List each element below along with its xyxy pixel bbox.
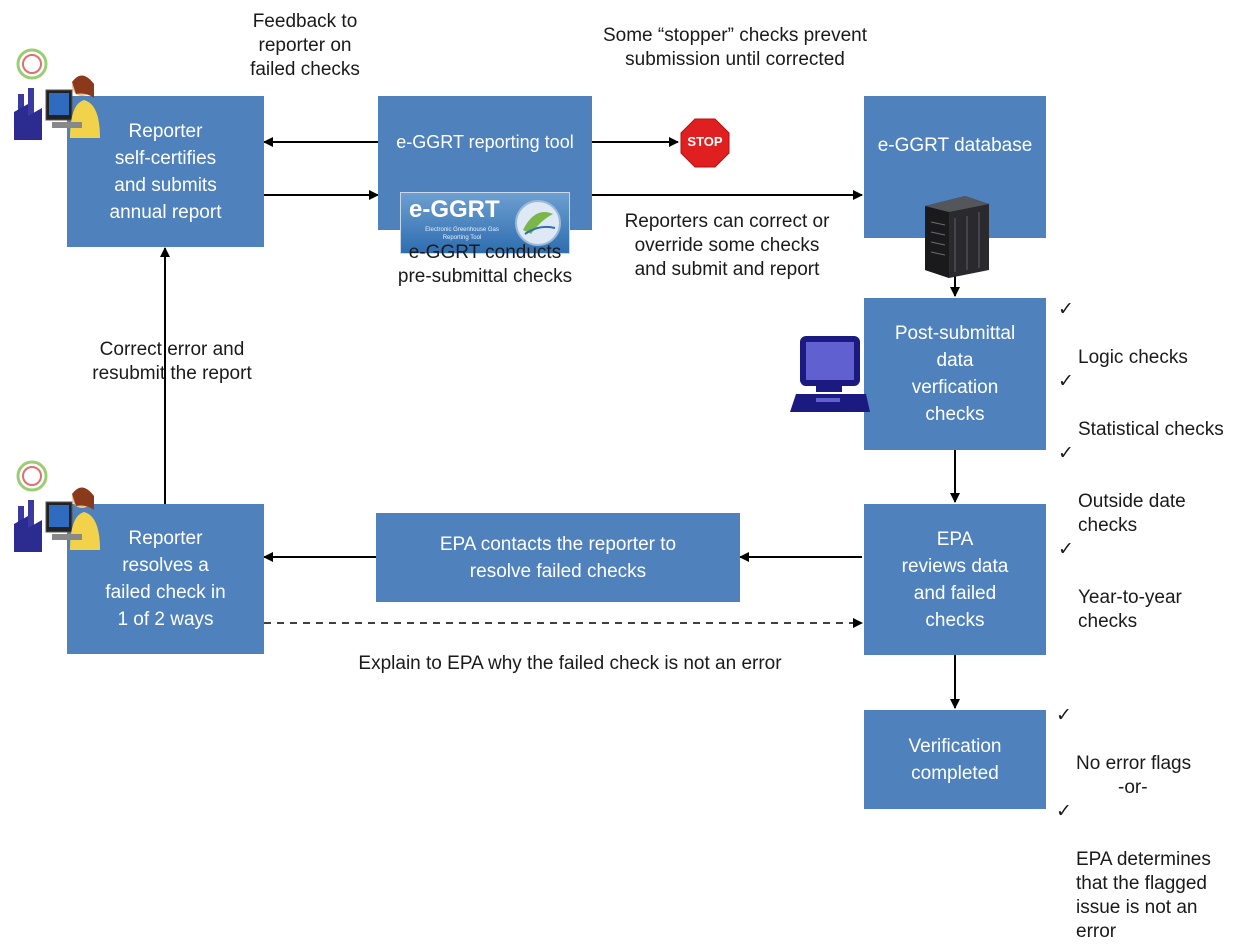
presubmittal-label: e-GGRT conducts pre-submittal checks [397,242,573,287]
database-title: e-GGRT database [877,135,1033,156]
reporter-resolves-box: Reporter resolves a failed check in 1 of… [67,504,264,654]
check-icon: ✓ [1056,801,1072,822]
verification-checks-list: ✓ No error flags -or- ✓ EPA determines t… [1056,704,1246,944]
database-box: e-GGRT database [864,96,1046,278]
post-submittal-checks-list: ✓ Logic checks ✓ Statistical checks ✓ Ou… [1058,298,1248,634]
check-item-label: Year-to-year checks [1078,587,1182,632]
check-item-label: Outside date checks [1078,491,1186,536]
explain-label: Explain to EPA why the failed check is n… [358,653,782,674]
check-item: ✓ No error flags [1056,704,1246,776]
check-item: ✓ EPA determines that the flagged issue … [1056,800,1246,944]
check-icon: ✓ [1058,539,1074,560]
factory-worker-icon [10,42,110,142]
post-submittal-box: Post-submittal data verfication checks [864,298,1046,450]
check-item-label: EPA determines that the flagged issue is… [1076,849,1211,942]
stopper-label: Some “stopper” checks prevent submission… [602,25,867,70]
check-item: ✓ Logic checks [1058,298,1248,370]
verification-box: Verification completed [864,710,1046,809]
check-item-label: Statistical checks [1078,419,1224,440]
computer-icon [786,332,872,416]
server-icon [925,196,989,278]
check-item: ✓ Outside date checks [1058,442,1248,538]
factory-worker-icon [10,454,110,554]
stop-sign-label: STOP [687,134,723,149]
reporter-submit-box: Reporter self-certifies and submits annu… [67,96,264,247]
stop-sign-icon: STOP [680,118,730,168]
egrt-logo-icon: e-GGRT Electronic Greenhouse Gas Reporti… [400,192,570,254]
check-icon: ✓ [1056,705,1072,726]
correct-resubmit-label: Correct error and resubmit the report [92,339,252,384]
egrt-logo-subtext: Electronic Greenhouse Gas Reporting Tool [425,227,499,241]
reporting-tool-box: e-GGRT reporting tool e-GGRT Electronic … [378,96,592,254]
check-icon: ✓ [1058,371,1074,392]
reporting-tool-title: e-GGRT reporting tool [396,132,574,152]
check-item: ✓ Statistical checks [1058,370,1248,442]
check-item-label: No error flags [1076,753,1192,774]
leaf-swoosh-icon [515,200,561,246]
or-separator: -or- [1118,777,1148,798]
reporters-correct-label: Reporters can correct or override some c… [624,211,830,280]
egrt-logo-text: e-GGRT [409,196,500,223]
check-item: ✓ Year-to-year checks [1058,538,1248,634]
epa-contacts-box: EPA contacts the reporter to resolve fai… [376,513,740,602]
check-icon: ✓ [1058,443,1074,464]
check-icon: ✓ [1058,299,1074,320]
check-item-label: Logic checks [1078,347,1188,368]
feedback-label: Feedback to reporter on failed checks [250,11,360,80]
epa-reviews-box: EPA reviews data and failed checks [864,504,1046,655]
